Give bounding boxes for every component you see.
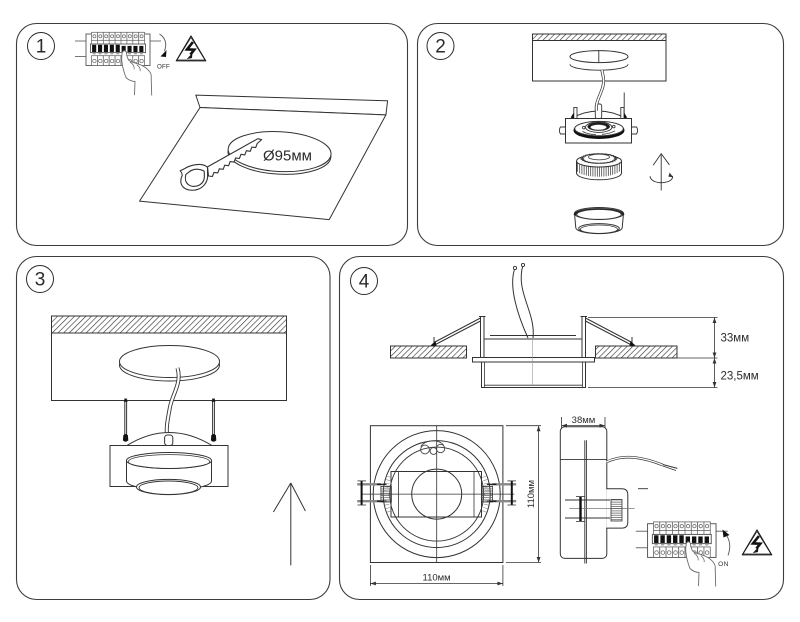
svg-text:110мм: 110мм [422,573,450,584]
svg-text:4: 4 [359,272,370,293]
svg-text:ON: ON [718,561,729,568]
svg-text:Ø95мм: Ø95мм [263,148,312,165]
svg-text:23,5мм: 23,5мм [721,371,759,383]
svg-text:2: 2 [435,37,446,58]
svg-text:110мм: 110мм [526,480,537,508]
svg-text:3: 3 [35,270,46,291]
svg-text:1: 1 [36,37,47,58]
svg-text:38мм: 38мм [572,415,596,426]
svg-text:33мм: 33мм [721,333,750,345]
svg-text:OFF: OFF [157,64,170,71]
